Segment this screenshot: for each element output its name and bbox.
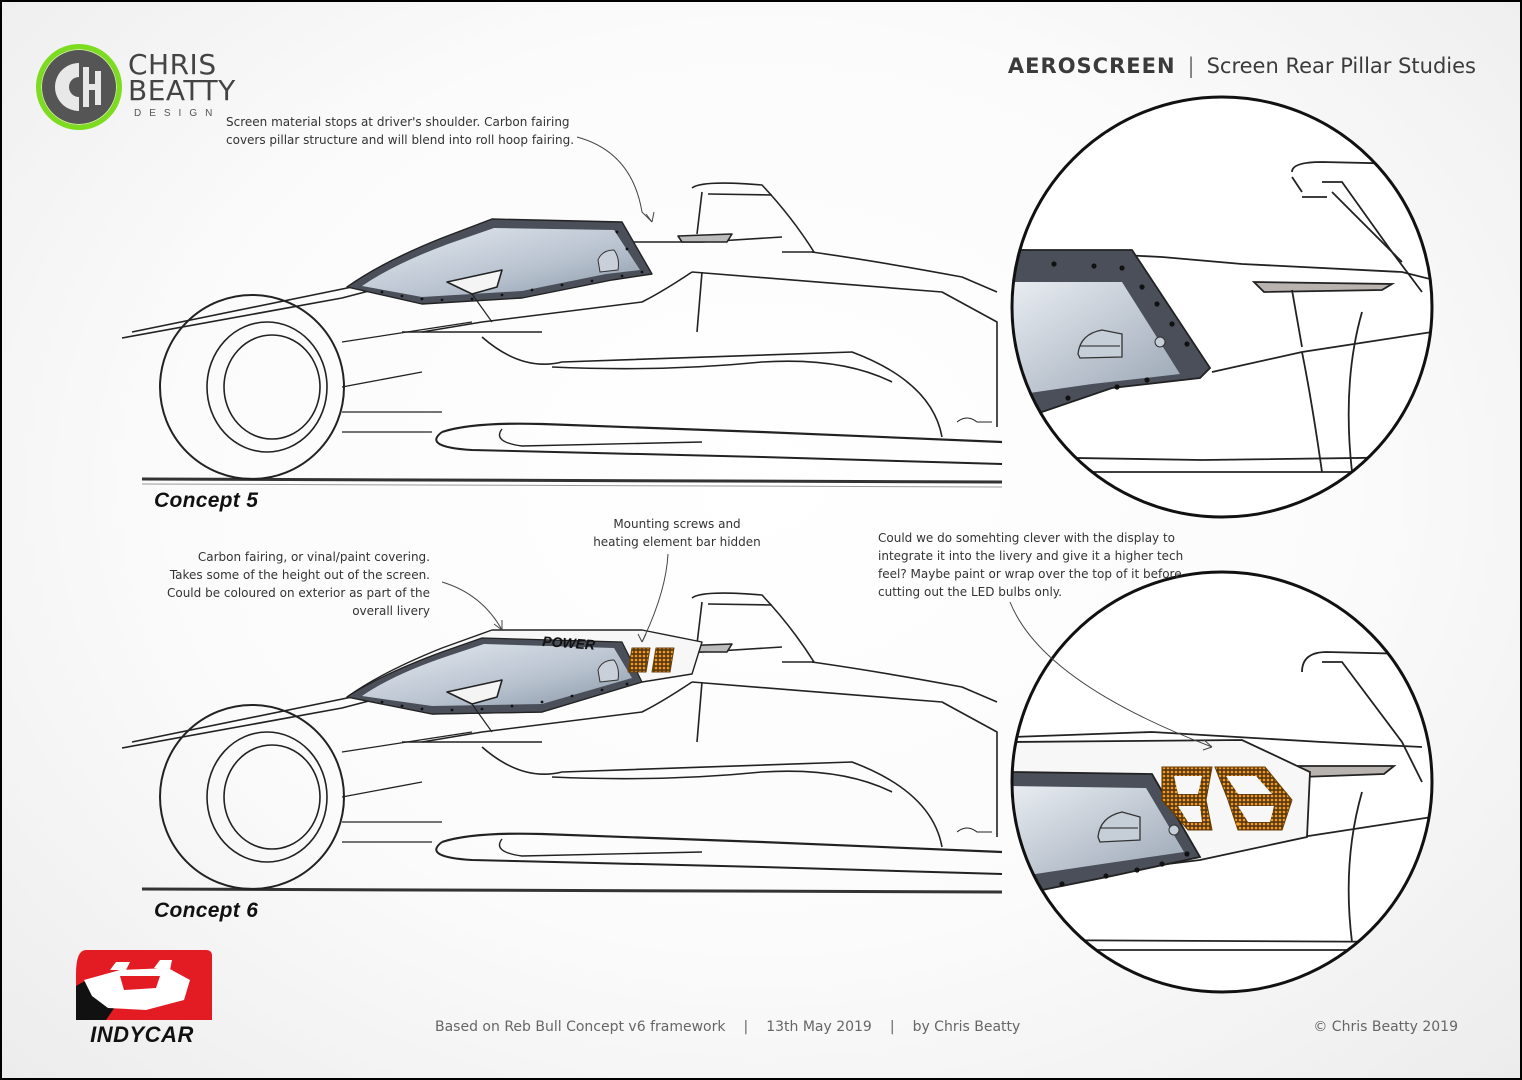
footer-sep-1: | <box>743 1019 749 1035</box>
note-mounting-screws: Mounting screws and heating element bar … <box>592 515 762 551</box>
note-display-line-3: feel? Maybe paint or wrap over the top o… <box>878 567 1182 581</box>
footer-credits: Based on Reb Bull Concept v6 framework | 1… <box>435 1019 1020 1035</box>
footer-copyright: © Chris Beatty 2019 <box>1313 1019 1458 1035</box>
logo-line-1: CHRIS <box>128 48 217 81</box>
logo-line-2: BEATTY <box>128 74 236 107</box>
indycar-emblem-icon <box>76 950 212 1020</box>
concept-5-car <box>121 136 1003 488</box>
page-title: AEROSCREEN | Screen Rear Pillar Studies <box>1008 54 1476 78</box>
note-mount-line-1: Mounting screws and <box>613 517 741 531</box>
concept-6-detail <box>1012 572 1432 992</box>
note-carbon-line-4: overall livery <box>352 604 430 618</box>
logo-wordmark: CHRIS BEATTY <box>128 48 236 107</box>
concept-6-car <box>121 553 1003 894</box>
note-carbon-fairing: Carbon fairing, or vinal/paint covering.… <box>167 548 430 620</box>
title-main: AEROSCREEN <box>1007 54 1176 78</box>
concept-5-label: Concept 5 <box>154 489 259 512</box>
logo-subtitle: DESIGN <box>134 108 221 119</box>
note-mount-line-2: heating element bar hidden <box>593 535 761 549</box>
note-led-display: Could we do somehting clever with the di… <box>878 529 1183 601</box>
note-display-line-1: Could we do somehting clever with the di… <box>878 531 1176 545</box>
title-separator: | <box>1187 54 1195 78</box>
footer-sep-2: | <box>889 1019 895 1035</box>
concept-6-label: Concept 6 <box>154 899 259 922</box>
concept-5-detail <box>1012 97 1432 517</box>
power-livery-label: POWER <box>542 633 597 653</box>
note-concept-5-line-1: Screen material stops at driver's should… <box>226 115 570 129</box>
indycar-wordmark: INDYCAR <box>90 1022 194 1047</box>
led-display-small <box>627 647 675 673</box>
note-carbon-line-3: Could be coloured on exterior as part of… <box>166 586 430 600</box>
note-display-line-2: integrate it into the livery and give it… <box>878 549 1184 563</box>
note-display-line-4: cutting out the LED bulbs only. <box>878 585 1063 599</box>
chris-beatty-logo: CHRIS BEATTY DESIGN <box>36 44 276 134</box>
footer-author: by Chris Beatty <box>912 1019 1021 1035</box>
indycar-logo: INDYCAR <box>72 946 222 1048</box>
footer-framework: Based on Reb Bull Concept v6 framework <box>435 1019 726 1035</box>
logo-emblem-icon <box>36 44 122 130</box>
note-concept-5: Screen material stops at driver's should… <box>226 113 574 149</box>
title-subtitle: Screen Rear Pillar Studies <box>1206 54 1476 78</box>
note-carbon-line-1: Carbon fairing, or vinal/paint covering. <box>197 550 430 564</box>
note-concept-5-line-2: covers pillar structure and will blend i… <box>226 133 575 147</box>
note-carbon-line-2: Takes some of the height out of the scre… <box>169 568 430 582</box>
footer-date: 13th May 2019 <box>766 1019 872 1035</box>
